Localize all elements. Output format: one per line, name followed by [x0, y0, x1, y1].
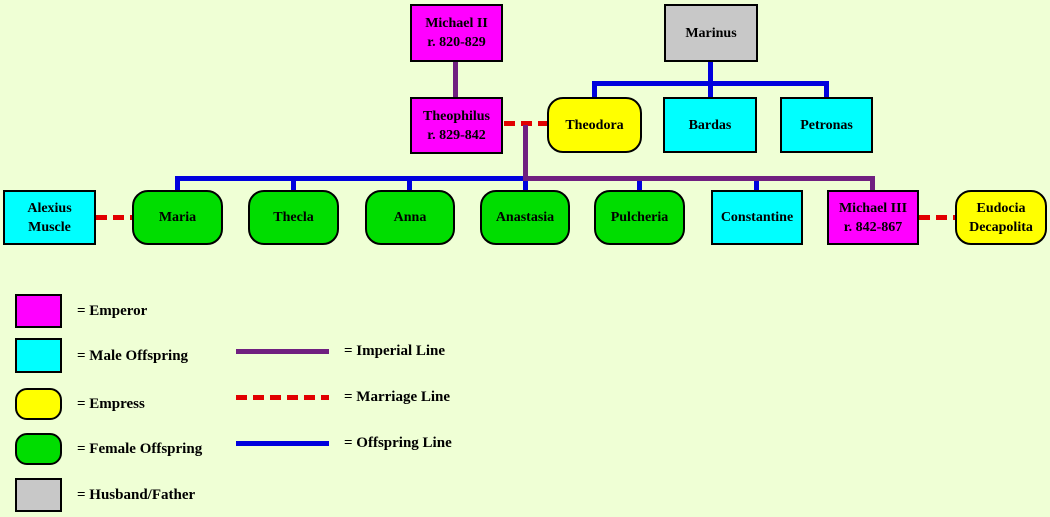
node-label: Marinus — [685, 25, 737, 41]
node-label: Bardas — [688, 117, 732, 133]
node-label: Michael II — [425, 16, 488, 31]
node-label: Theophilus — [423, 108, 490, 124]
node-maria: Maria — [132, 190, 223, 245]
offspring-line-marinus-stem — [708, 62, 713, 86]
node-michael-ii: Michael II r. 820-829 — [410, 4, 503, 62]
legend-label-male-offspring: = Male Offspring — [77, 348, 189, 364]
node-label-2: Muscle — [28, 219, 71, 235]
legend-label-emperor: = Emperor — [77, 303, 148, 319]
node-label: Maria — [158, 210, 197, 225]
node-label: Eudocia — [976, 200, 1026, 216]
marriage-line-alexius-maria — [96, 215, 132, 220]
node-reign: r. 820-829 — [427, 35, 486, 50]
legend-swatch-imperial-line — [236, 349, 329, 354]
offspring-line-drop-theodora — [592, 81, 597, 97]
legend-swatch-offspring-line — [236, 441, 329, 446]
imperial-line-marriage-drop — [523, 125, 528, 181]
legend-swatch-empress — [15, 388, 62, 420]
node-label: Anastasia — [495, 210, 555, 225]
legend-swatch-female-offspring — [15, 433, 62, 465]
node-bardas: Bardas — [663, 97, 757, 153]
legend-label-husband-father: = Husband/Father — [77, 487, 196, 503]
legend-label-imperial-line: = Imperial Line — [344, 343, 446, 359]
node-eudocia-decapolita: Eudocia Decapolita — [955, 190, 1047, 245]
node-thecla: Thecla — [248, 190, 339, 245]
offspring-line-drop-bardas — [708, 81, 713, 97]
legend-label-female-offspring: = Female Offspring — [77, 441, 203, 457]
node-label: Constantine — [720, 210, 794, 225]
legend-label-offspring-line: = Offspring Line — [344, 435, 452, 451]
node-petronas: Petronas — [780, 97, 873, 153]
offspring-line-drop-thecla — [291, 176, 296, 190]
legend-swatch-marriage-line — [236, 395, 329, 400]
offspring-line-drop-pulcheria — [637, 176, 642, 190]
legend-label-empress: = Empress — [77, 396, 145, 412]
imperial-line-drop-michael3 — [870, 176, 875, 190]
node-label: Thecla — [273, 210, 314, 225]
node-anna: Anna — [365, 190, 455, 245]
node-theophilus: Theophilus r. 829-842 — [410, 97, 503, 154]
node-label: Michael III — [838, 200, 908, 216]
offspring-line-drop-anna — [407, 176, 412, 190]
marriage-line-theophilus-theodora — [504, 121, 547, 126]
offspring-line-row3-rail — [175, 176, 525, 181]
legend-label-marriage-line: = Marriage Line — [344, 389, 451, 405]
node-anastasia: Anastasia — [480, 190, 570, 245]
node-constantine: Constantine — [711, 190, 803, 245]
legend-swatch-male-offspring — [15, 338, 62, 373]
node-michael-iii: Michael III r. 842-867 — [827, 190, 919, 245]
node-reign: r. 829-842 — [427, 127, 486, 143]
offspring-line-drop-constantine — [754, 176, 759, 190]
node-marinus: Marinus — [664, 4, 758, 62]
node-label: Petronas — [800, 117, 853, 133]
node-pulcheria: Pulcheria — [594, 190, 685, 245]
imperial-line-michael2-theophilus — [453, 62, 458, 97]
legend-swatch-emperor — [15, 294, 62, 328]
node-label: Theodora — [565, 117, 624, 133]
marriage-line-michael3-eudocia — [919, 215, 955, 220]
node-label: Anna — [393, 210, 427, 225]
node-theodora: Theodora — [547, 97, 642, 153]
node-alexius-muscle: Alexius Muscle — [3, 190, 96, 245]
node-label: Alexius — [27, 200, 72, 216]
offspring-line-drop-maria — [175, 176, 180, 190]
legend-swatch-husband-father — [15, 478, 62, 512]
node-label-2: Decapolita — [969, 219, 1033, 235]
offspring-line-drop-anastasia — [523, 179, 528, 190]
node-reign: r. 842-867 — [843, 219, 903, 235]
offspring-line-drop-petronas — [824, 81, 829, 97]
imperial-line-row3-rail — [523, 176, 875, 181]
node-label: Pulcheria — [610, 210, 669, 225]
